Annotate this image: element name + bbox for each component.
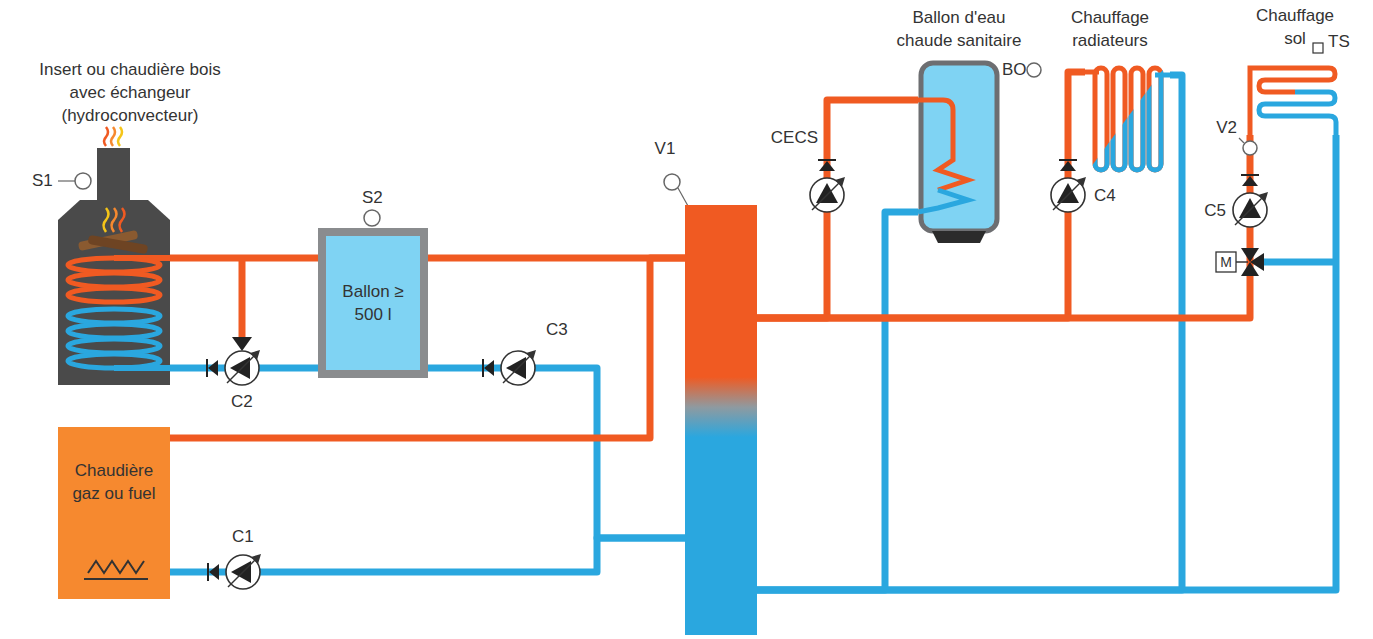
- pump: [483, 351, 535, 385]
- pump-speed: [227, 350, 260, 383]
- path-part: [918, 190, 968, 212]
- path-part: [932, 231, 986, 243]
- wood-boiler: Insert ou chaudière bois avec échangeur …: [58, 148, 170, 385]
- rect-part: [1113, 68, 1125, 170]
- sensor: [75, 173, 91, 189]
- path-part: [88, 561, 144, 573]
- component-tag: V2: [1216, 118, 1237, 138]
- pipe: [757, 135, 1250, 318]
- leader-line: [678, 188, 688, 206]
- pump: [208, 555, 260, 589]
- component-tag: C4: [1094, 186, 1116, 206]
- component-tag: S1: [32, 171, 53, 191]
- valve: [1250, 253, 1264, 271]
- radiator: Chauffage radiateurs: [1085, 60, 1170, 175]
- ellipse-part: [68, 288, 160, 302]
- ellipse-part: [68, 309, 160, 323]
- line-part: [114, 365, 170, 371]
- gas-boiler: Chaudière gaz ou fuel: [58, 427, 170, 599]
- ellipse-part: [68, 339, 160, 353]
- rect-part: [88, 235, 149, 254]
- node-label: Chaudière gaz ou fuel: [69, 459, 159, 505]
- rect-part: [1131, 68, 1143, 170]
- node-heading: Insert ou chaudière bois avec échangeur …: [20, 58, 240, 127]
- sensor: [664, 174, 680, 190]
- flame: [111, 127, 115, 146]
- pump: [1233, 175, 1267, 227]
- path-part: [918, 100, 968, 190]
- rect-part: [1149, 68, 1161, 170]
- ellipse-part: [68, 273, 160, 287]
- component-tag: C3: [546, 320, 568, 340]
- flame: [118, 127, 122, 146]
- pipe: [428, 368, 685, 538]
- gas-boiler-shape: [58, 427, 170, 599]
- component-tag: TS: [1328, 32, 1350, 52]
- floor-heating: Chauffage sol: [1245, 60, 1340, 135]
- rect-part: [1131, 68, 1143, 170]
- node-label: Ballon ≥ 500 l: [338, 280, 408, 326]
- node-heading: Chauffage sol: [1250, 4, 1340, 50]
- component-tag: C2: [231, 392, 253, 412]
- path-part: [58, 200, 170, 385]
- g-part: [1095, 68, 1161, 170]
- motor-label: M: [1216, 253, 1236, 271]
- pump-speed: [228, 554, 261, 587]
- pump: [207, 351, 259, 385]
- dhw-tank: Ballon d'eau chaude sanitaire: [918, 60, 1000, 245]
- sensor: [364, 210, 380, 226]
- rect-part: [921, 63, 997, 231]
- motor-box: [1216, 252, 1236, 272]
- buffer-tank: Ballon ≥ 500 l: [318, 228, 428, 378]
- dhw-tank-shape: [918, 60, 1000, 245]
- node-heading: Chauffage radiateurs: [1035, 6, 1185, 52]
- pipe: [757, 135, 1336, 590]
- floor-heating-shape: [1245, 60, 1340, 135]
- rect-part: [1095, 68, 1107, 170]
- path-part: [120, 208, 125, 232]
- pipe: [757, 212, 918, 590]
- radiator-shape: [1085, 60, 1170, 175]
- component-tag: C5: [1204, 201, 1226, 221]
- node-heading: Ballon d'eau chaude sanitaire: [889, 6, 1029, 52]
- component-tag: BO: [1002, 60, 1027, 80]
- leader-line: [1239, 138, 1244, 143]
- pipe: [428, 255, 685, 262]
- rect-part: [1113, 68, 1125, 170]
- pipe: [1262, 259, 1338, 266]
- probe: [1313, 43, 1323, 53]
- flow-arrow: [232, 337, 252, 351]
- pump: [1051, 160, 1085, 212]
- pump-speed: [503, 350, 536, 383]
- path-part: [1259, 92, 1336, 135]
- component-tag: CECS: [771, 128, 818, 148]
- line-part: [1155, 73, 1170, 78]
- rect-part: [97, 148, 130, 204]
- line-part: [84, 578, 148, 580]
- valve-stem: [1236, 261, 1248, 263]
- flame: [104, 127, 108, 146]
- node-heading: V1: [645, 137, 685, 160]
- wood-boiler-shape: [58, 148, 170, 385]
- ellipse-part: [68, 258, 160, 272]
- hydraulic-separator: V1: [685, 205, 757, 635]
- pump-speed: [1235, 192, 1268, 225]
- rect-part: [1095, 68, 1107, 170]
- sensor: [1243, 141, 1257, 155]
- pipe: [239, 258, 246, 343]
- component-tag: C1: [232, 527, 254, 547]
- rect-part: [1149, 68, 1161, 170]
- path-part: [1250, 68, 1335, 135]
- leader-line: [58, 180, 75, 181]
- pump-speed: [1053, 177, 1086, 210]
- pump: [810, 160, 844, 212]
- component-tag: S2: [362, 188, 383, 208]
- path-part: [112, 208, 117, 232]
- path-part: [104, 208, 109, 232]
- sensor: [1027, 63, 1041, 77]
- ellipse-part: [68, 324, 160, 338]
- pump-speed: [812, 177, 845, 210]
